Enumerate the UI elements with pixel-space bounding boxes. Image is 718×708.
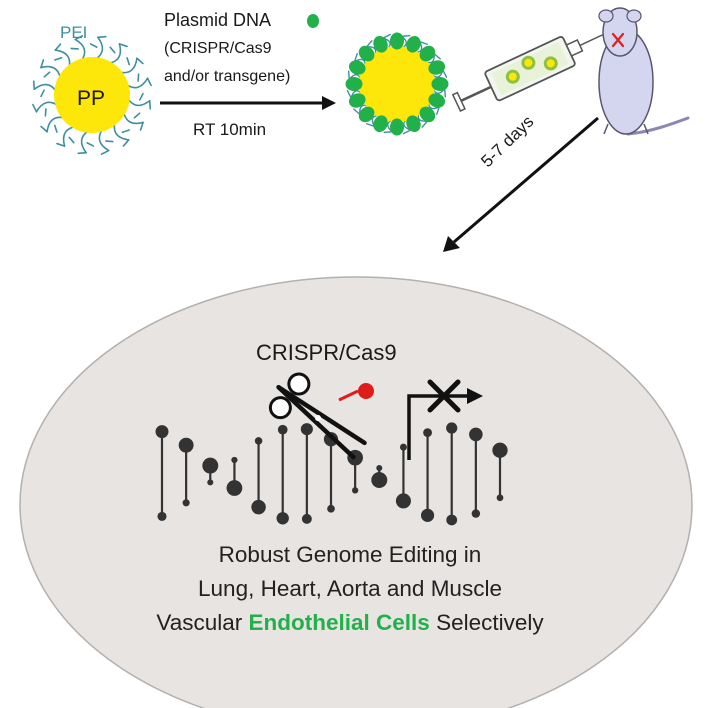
plasmid-label: Plasmid DNA bbox=[164, 10, 272, 30]
timeline-arrow bbox=[443, 116, 599, 252]
incubation-label: RT 10min bbox=[193, 120, 267, 139]
scissors-icon bbox=[268, 372, 367, 460]
crispr-cas9-label: (CRISPR/Cas9 bbox=[164, 40, 272, 57]
result-suffix: Selectively bbox=[429, 610, 544, 635]
mouse-icon bbox=[598, 7, 690, 136]
mixing-arrow bbox=[160, 96, 336, 110]
syringe-icon bbox=[451, 31, 610, 113]
pp-label: PP bbox=[77, 87, 106, 110]
result-line-2: Lung, Heart, Aorta and Muscle bbox=[198, 576, 502, 601]
edit-marker bbox=[338, 383, 374, 402]
pei-label: PEI bbox=[60, 23, 88, 42]
dna-ladder bbox=[155, 422, 508, 526]
result-prefix: Vascular bbox=[156, 610, 249, 635]
crispr-title: CRISPR/Cas9 bbox=[256, 340, 397, 365]
promoter-arrow bbox=[407, 379, 483, 460]
result-line-1: Robust Genome Editing in bbox=[218, 542, 482, 567]
endothelial-cells-highlight: Endothelial Cells bbox=[248, 610, 430, 635]
plasmid-nanoparticle-complex bbox=[345, 32, 449, 136]
transgene-label: and/or transgene) bbox=[164, 68, 291, 85]
injection-site-mark bbox=[611, 32, 625, 48]
result-line-3: Vascular Endothelial Cells Selectively bbox=[0, 610, 700, 635]
plasmid-dna-dot bbox=[307, 14, 319, 28]
pp-pei-nanoparticle bbox=[32, 35, 152, 155]
